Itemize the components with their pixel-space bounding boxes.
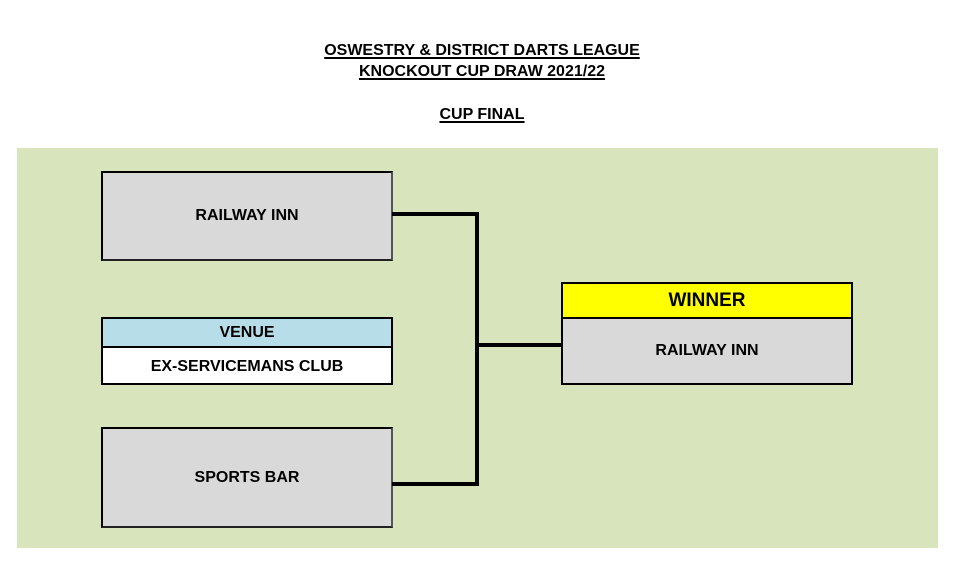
venue-label: VENUE: [103, 319, 391, 348]
connector-vertical: [475, 212, 479, 486]
connector-winner: [475, 343, 562, 347]
team-bottom-name: SPORTS BAR: [194, 468, 300, 486]
league-title-text: OSWESTRY & DISTRICT DARTS LEAGUE: [324, 42, 640, 59]
team-top-box: RAILWAY INN: [101, 171, 393, 261]
round-title-text: CUP FINAL: [439, 106, 525, 123]
connector-top: [392, 212, 479, 216]
competition-title: KNOCKOUT CUP DRAW 2021/22: [0, 63, 964, 81]
team-bottom-box: SPORTS BAR: [101, 427, 393, 528]
winner-box: WINNER RAILWAY INN: [561, 282, 853, 385]
venue-value: EX-SERVICEMANS CLUB: [150, 357, 344, 375]
team-top-name: RAILWAY INN: [195, 207, 299, 224]
venue-box: VENUE EX-SERVICEMANS CLUB: [101, 317, 393, 385]
competition-title-text: KNOCKOUT CUP DRAW 2021/22: [359, 63, 605, 80]
round-title: CUP FINAL: [0, 106, 964, 124]
winner-value: RAILWAY INN: [655, 342, 759, 359]
league-title: OSWESTRY & DISTRICT DARTS LEAGUE: [0, 42, 964, 60]
winner-label: WINNER: [563, 284, 851, 319]
connector-bottom: [392, 482, 479, 486]
